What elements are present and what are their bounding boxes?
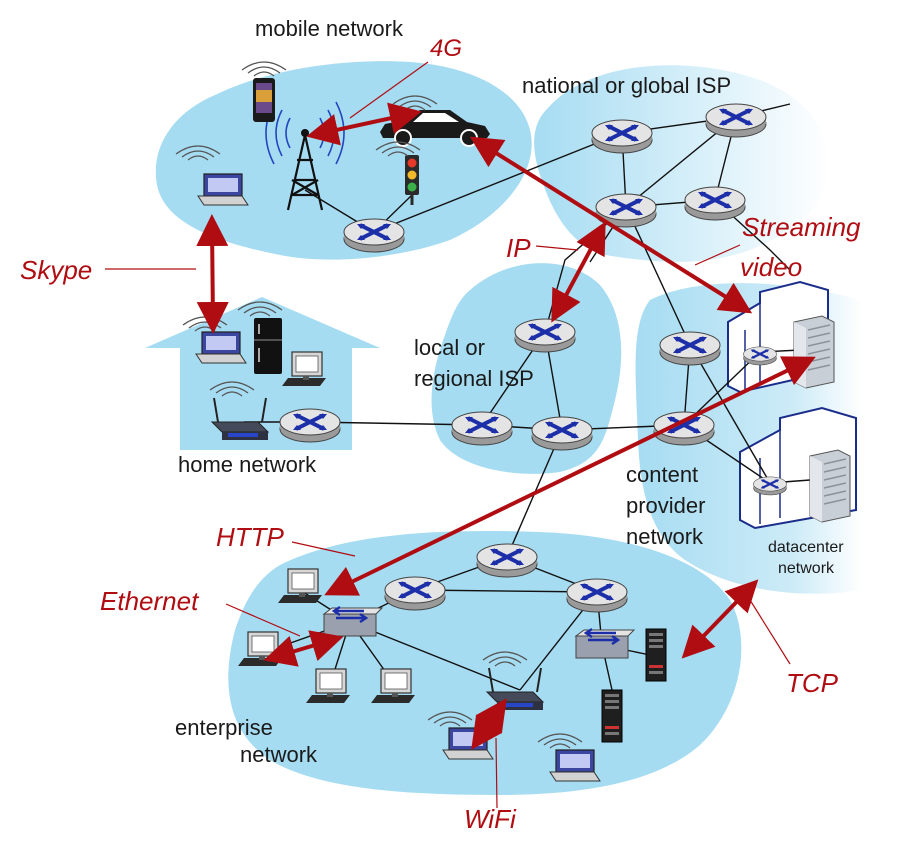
- isp-router-2-icon: [704, 102, 768, 139]
- global-isp-label: national or global ISP: [522, 73, 731, 98]
- mobile-router-icon: [342, 217, 406, 254]
- arrow-http: [324, 356, 816, 596]
- local-router-1-icon: [513, 317, 577, 354]
- protocol-wifi-label: WiFi: [464, 804, 517, 834]
- enterprise-server-2-icon: [601, 689, 623, 743]
- protocol-streaming-label-1: Streaming: [742, 212, 861, 242]
- local-isp-label-1: local or: [414, 335, 485, 360]
- content-provider-label-3: network: [626, 524, 704, 549]
- local-router-3-icon: [530, 415, 594, 452]
- protocol-arrows: [196, 102, 816, 750]
- home-router-icon: [278, 407, 342, 444]
- content-router-2-icon: [652, 410, 716, 447]
- protocol-streaming-label-2: video: [740, 252, 802, 282]
- protocol-http-label: HTTP: [216, 522, 285, 552]
- refrigerator-icon: [254, 318, 282, 374]
- datacenter-label-2: network: [778, 560, 835, 577]
- isp-router-1-icon: [590, 118, 654, 155]
- protocol-skype-label: Skype: [20, 255, 92, 285]
- arrow-4g: [306, 102, 422, 146]
- protocol-4g-label: 4G: [430, 35, 462, 62]
- protocol-ip-label: IP: [506, 233, 531, 263]
- isp-router-4-icon: [683, 185, 747, 222]
- datacenter-router-2-icon: [752, 475, 788, 497]
- local-isp-label-2: regional ISP: [414, 366, 534, 391]
- datacenter-rack-1-icon: [793, 315, 835, 389]
- home-laptop-icon: [195, 331, 247, 364]
- protocol-ethernet-label: Ethernet: [100, 586, 200, 616]
- content-provider-label-2: provider: [626, 493, 705, 518]
- arrow-skype: [196, 214, 229, 334]
- local-router-2-icon: [450, 410, 514, 447]
- enterprise-router-2-icon: [383, 575, 447, 612]
- arrow-tcp: [681, 579, 759, 659]
- content-provider-label-1: content: [626, 462, 698, 487]
- smartphone-icon: [253, 78, 275, 122]
- enterprise-router-1-icon: [475, 542, 539, 579]
- datacenter-rack-2-icon: [809, 449, 851, 523]
- enterprise-label-2: network: [240, 742, 318, 767]
- enterprise-switch-1-icon: [322, 605, 384, 638]
- home-network-label: home network: [178, 452, 317, 477]
- enterprise-label-1: enterprise: [175, 715, 273, 740]
- arrow-ethernet: [263, 630, 344, 667]
- protocol-tcp-label: TCP: [786, 668, 839, 698]
- enterprise-server-1-icon: [645, 628, 667, 682]
- enterprise-laptop-icon: [549, 749, 601, 782]
- datacenter-label-1: datacenter: [768, 539, 844, 556]
- enterprise-switch-2-icon: [574, 627, 636, 660]
- mobile-network-label: mobile network: [255, 16, 404, 41]
- arrow-streaming: [469, 136, 753, 314]
- traffic-light-icon: [405, 155, 419, 205]
- arrow-wifi: [471, 698, 507, 750]
- label-leaders: [105, 61, 791, 809]
- datacenter-router-1-icon: [742, 345, 778, 367]
- mobile-laptop-icon: [197, 173, 249, 206]
- enterprise-router-3-icon: [565, 577, 629, 614]
- content-router-1-icon: [658, 330, 722, 367]
- enterprise-laptop-wifi-icon: [442, 727, 494, 760]
